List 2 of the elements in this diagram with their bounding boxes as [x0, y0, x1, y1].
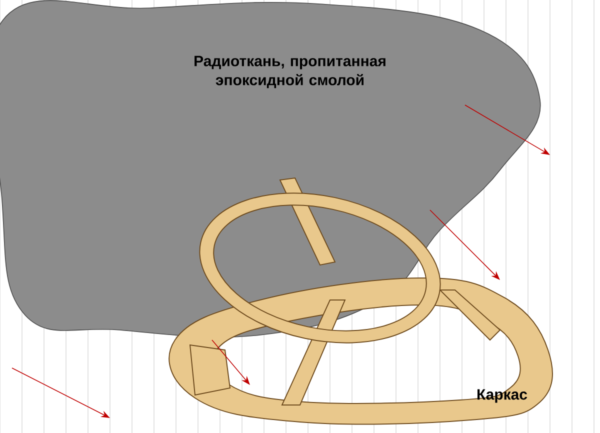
fabric-label: Радиоткань, пропитанная эпоксидной смолой — [194, 56, 386, 88]
frame-label: Каркас — [477, 389, 528, 403]
